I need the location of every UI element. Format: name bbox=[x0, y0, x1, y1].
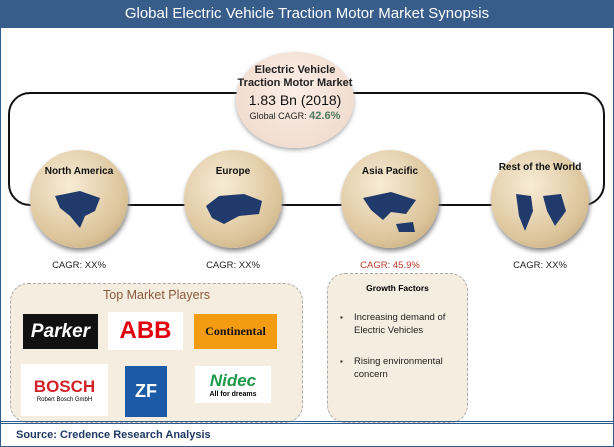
region-name: North America bbox=[44, 166, 114, 177]
logo-continental: Continental bbox=[194, 314, 277, 349]
market-value: 1.83 Bn (2018) bbox=[248, 92, 342, 108]
source-note: Source: Credence Research Analysis bbox=[0, 421, 614, 447]
cagr-asia-pacific: CAGR: 45.9% bbox=[360, 260, 420, 271]
region-name: Asia Pacific bbox=[361, 166, 419, 177]
market-summary: Electric Vehicle Traction Motor Market 1… bbox=[236, 52, 354, 148]
logo-parker: Parker bbox=[23, 314, 98, 349]
nidec-text: Nidec bbox=[209, 371, 257, 390]
globe-north-america: North America bbox=[30, 150, 128, 248]
market-name: Electric Vehicle Traction Motor Market bbox=[237, 64, 353, 89]
bosch-sub: Robert Bosch GmbH bbox=[36, 397, 93, 403]
map-icon bbox=[55, 191, 100, 228]
top-market-players: Top Market Players Parker ABB Continenta… bbox=[10, 283, 303, 423]
players-title: Top Market Players bbox=[103, 288, 210, 302]
growth-title: Growth Factors bbox=[366, 283, 429, 293]
cagr-value: 42.6% bbox=[309, 110, 341, 122]
globe-europe: Europe bbox=[184, 150, 282, 248]
cagr-north-america: CAGR: XX% bbox=[52, 260, 106, 271]
growth-factors: Growth Factors Increasing demand of Elec… bbox=[327, 273, 468, 423]
cagr-europe: CAGR: XX% bbox=[206, 260, 260, 271]
bosch-text: BOSCH bbox=[33, 377, 96, 396]
globe-asia-pacific: Asia Pacific bbox=[341, 150, 439, 248]
globe-rest-of-world: Rest of the World bbox=[491, 150, 589, 248]
global-cagr: Global CAGR: 42.6% bbox=[236, 110, 354, 122]
page-title: Global Electric Vehicle Traction Motor M… bbox=[0, 0, 614, 28]
region-name: Europe bbox=[215, 166, 251, 177]
nidec-sub: All for dreams bbox=[209, 391, 257, 398]
cagr-label: Global CAGR: bbox=[249, 111, 307, 121]
logo-zf: ZF bbox=[125, 366, 167, 417]
region-name: Rest of the World bbox=[498, 162, 582, 173]
logo-abb: ABB bbox=[108, 312, 183, 350]
map-icon bbox=[206, 194, 262, 224]
map-icon bbox=[363, 192, 416, 232]
cagr-rest-of-world: CAGR: XX% bbox=[513, 260, 567, 271]
growth-item: Rising environmental concern bbox=[340, 355, 459, 381]
map-icon bbox=[516, 194, 566, 231]
growth-item: Increasing demand of Electric Vehicles bbox=[340, 311, 459, 337]
